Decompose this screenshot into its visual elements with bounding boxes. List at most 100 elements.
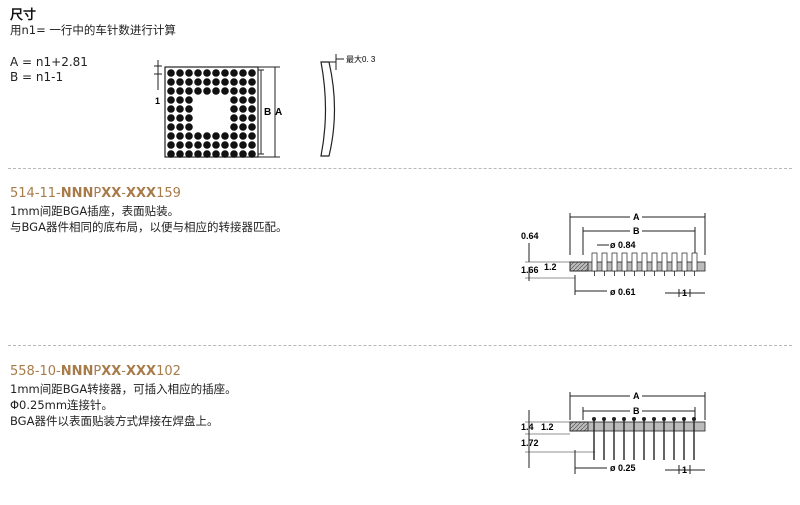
solder-ball [248,69,256,77]
solder-ball [176,78,184,86]
socket-pins [591,252,698,276]
solder-ball [185,141,193,149]
solder-ball [167,132,175,140]
solder-ball [167,105,175,113]
pin-head [692,417,696,421]
solder-ball [221,78,229,86]
solder-ball [239,69,247,77]
side-profile [320,61,336,157]
dim-one-label: 1 [155,96,160,106]
solder-ball [230,114,238,122]
solder-ball [167,141,175,149]
pin-head [592,417,596,421]
part-number-adapter: 558-10-NNNPXX-XXX102 [10,364,181,379]
solder-ball [176,69,184,77]
dim-b: B [633,226,640,236]
footprint-drawing: 1 B A 最大0. 3 [154,54,376,158]
socket-desc-line: 与BGA器件相同的底布局，以便与相应的转接器匹配。 [10,220,288,234]
formula-b: B = n1-1 [10,70,64,84]
solder-ball [167,114,175,122]
solder-ball [248,87,256,95]
adapter-pins [592,417,696,460]
solder-ball [167,150,175,158]
solder-ball [185,114,193,122]
solder-ball [176,114,184,122]
dim-diameter-bottom: ø 0.61 [610,287,636,297]
dim-height-a: 0.64 [521,231,539,241]
solder-ball [176,87,184,95]
solder-ball [212,87,220,95]
solder-ball [212,69,220,77]
socket-pin [661,252,668,272]
dim-b-label: B [264,107,271,118]
socket-pin [671,252,678,272]
solder-ball [230,87,238,95]
adapter-description: 1mm间距BGA转接器，可插入相应的插座。 Φ0.25mm连接针。 BGA器件以… [10,381,237,429]
socket-description: 1mm间距BGA插座，表面贴装。 与BGA器件相同的底布局，以便与相应的转接器匹… [10,203,287,235]
solder-ball [248,114,256,122]
ball-grid [167,69,256,158]
solder-ball [185,69,193,77]
solder-ball [221,87,229,95]
solder-ball [248,96,256,104]
solder-ball [248,78,256,86]
solder-ball [194,78,202,86]
formula-a: A = n1+2.81 [10,55,88,69]
adapter-body [569,421,706,432]
solder-ball [212,78,220,86]
pin-head [612,417,616,421]
solder-ball [248,123,256,131]
dim-b: B [633,406,640,416]
pin-head [602,417,606,421]
solder-ball [239,96,247,104]
solder-ball [230,150,238,158]
solder-ball [239,78,247,86]
dim-pitch: 1 [682,465,687,475]
solder-ball [185,87,193,95]
solder-ball [230,69,238,77]
dim-height-a: 1.4 [521,422,534,432]
part-number-socket: 514-11-NNNPXX-XXX159 [10,186,181,201]
socket-pin [631,252,638,272]
dim-height-b: 1.2 [541,422,554,432]
solder-ball [185,96,193,104]
page-title: 尺寸 [10,8,37,23]
solder-ball [203,132,211,140]
solder-ball [194,141,202,149]
solder-ball [239,123,247,131]
solder-ball [230,132,238,140]
solder-ball [221,141,229,149]
solder-ball [248,150,256,158]
solder-ball [185,132,193,140]
adapter-desc-line: Φ0.25mm连接针。 [10,398,114,412]
socket-pin [651,252,658,272]
divider [8,345,792,346]
socket-pin [611,252,618,272]
solder-ball [239,132,247,140]
dim-height-c: 1.72 [521,438,539,448]
solder-ball [176,105,184,113]
solder-ball [185,78,193,86]
solder-ball [194,132,202,140]
solder-ball [212,132,220,140]
solder-ball [221,150,229,158]
dim-a-label: A [275,107,282,118]
socket-pin [641,252,648,272]
solder-ball [185,123,193,131]
solder-ball [176,96,184,104]
solder-ball [230,96,238,104]
dim-a: A [633,212,640,222]
solder-ball [185,105,193,113]
pin-head [632,417,636,421]
solder-ball [176,123,184,131]
solder-ball [239,141,247,149]
adapter-desc-line: BGA器件以表面贴装方式焊接在焊盘上。 [10,414,219,428]
solder-ball [212,150,220,158]
socket-drawing: A B ø 0.84 0.64 1.66 1.2 ø 0.61 1 [521,211,706,297]
solder-ball [167,78,175,86]
dim-a: A [633,391,640,401]
solder-ball [230,78,238,86]
solder-ball [194,69,202,77]
dim-diameter: ø 0.25 [610,463,636,473]
solder-ball [230,105,238,113]
